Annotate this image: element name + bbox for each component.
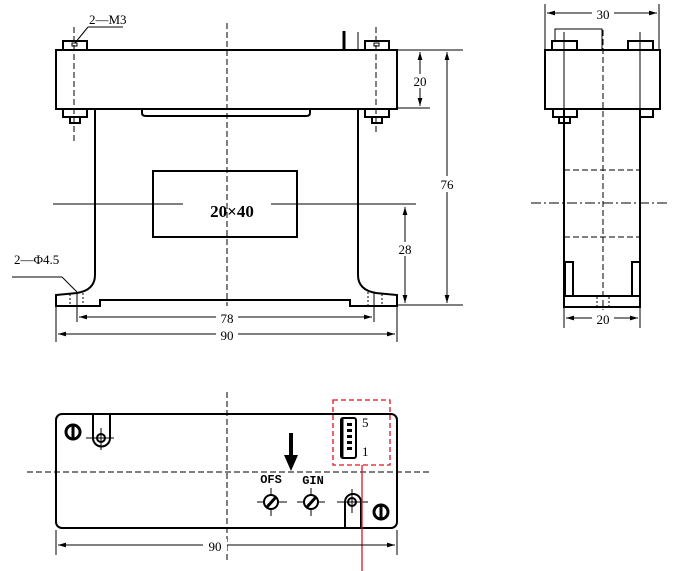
mount-hole-label: 2—Φ4.5 bbox=[14, 252, 59, 267]
top-bar bbox=[544, 49, 661, 110]
gin-label: GIN bbox=[302, 474, 324, 488]
dim-base-width: 20 bbox=[597, 312, 610, 327]
right-terminal-icon bbox=[372, 503, 390, 521]
left-top-screw bbox=[62, 40, 88, 51]
right-foot bbox=[631, 261, 641, 297]
lead-bracket bbox=[554, 28, 603, 50]
window-size-label: 20×40 bbox=[210, 202, 254, 221]
ofs-potentiometer-icon[interactable] bbox=[257, 488, 287, 516]
dim-total-height: 76 bbox=[441, 177, 455, 192]
right-screw-slot bbox=[373, 42, 380, 47]
dip-highlight-box bbox=[332, 399, 391, 466]
ofs-label: OFS bbox=[260, 473, 282, 487]
dip-position-1-label: 1 bbox=[362, 444, 369, 459]
dim-window-center-height: 28 bbox=[399, 242, 412, 257]
core-body bbox=[55, 109, 398, 307]
dim-bg bbox=[592, 311, 614, 325]
front-view: 20×40 2—M3 2—Φ4.5 20 76 28 78 90 bbox=[12, 12, 463, 343]
left-nut bbox=[62, 108, 88, 118]
dim-top-height: 20 bbox=[414, 74, 427, 89]
dim-total-width: 90 bbox=[209, 539, 222, 554]
mount-thread-label: 2—M3 bbox=[89, 12, 127, 27]
left-foot bbox=[564, 261, 574, 297]
base-plate bbox=[563, 295, 641, 308]
right-mount-slot bbox=[344, 493, 362, 528]
dim-hole-spacing: 78 bbox=[221, 311, 234, 326]
dim-bg bbox=[203, 539, 227, 553]
right-nut bbox=[639, 108, 654, 118]
leader-line bbox=[61, 276, 78, 293]
left-nut-tip bbox=[69, 116, 81, 124]
right-top-screw bbox=[364, 40, 390, 51]
dim-bg bbox=[216, 311, 238, 325]
left-screw-slot bbox=[71, 42, 78, 47]
right-nut bbox=[364, 108, 390, 118]
gin-potentiometer-icon[interactable] bbox=[297, 488, 325, 516]
dim-bg bbox=[396, 242, 414, 256]
dim-total-width: 90 bbox=[221, 328, 234, 343]
base-plate-outline bbox=[55, 413, 398, 529]
dim-bg bbox=[438, 176, 456, 192]
dip-switch[interactable] bbox=[340, 417, 357, 459]
top-bar bbox=[55, 49, 398, 110]
dip-position-5-label: 5 bbox=[362, 415, 369, 430]
right-nut-tip bbox=[371, 116, 383, 124]
dim-bg bbox=[592, 6, 614, 20]
under-plate bbox=[141, 109, 311, 117]
dim-bg bbox=[216, 328, 238, 342]
dim-bg bbox=[411, 74, 429, 88]
side-view: 30 20 bbox=[531, 4, 669, 328]
current-direction-arrow-icon bbox=[284, 455, 298, 471]
dim-top-width: 30 bbox=[597, 7, 610, 22]
leader-line bbox=[74, 26, 89, 44]
left-terminal-icon bbox=[64, 423, 82, 441]
bottom-view: OFS GIN bbox=[27, 392, 432, 571]
